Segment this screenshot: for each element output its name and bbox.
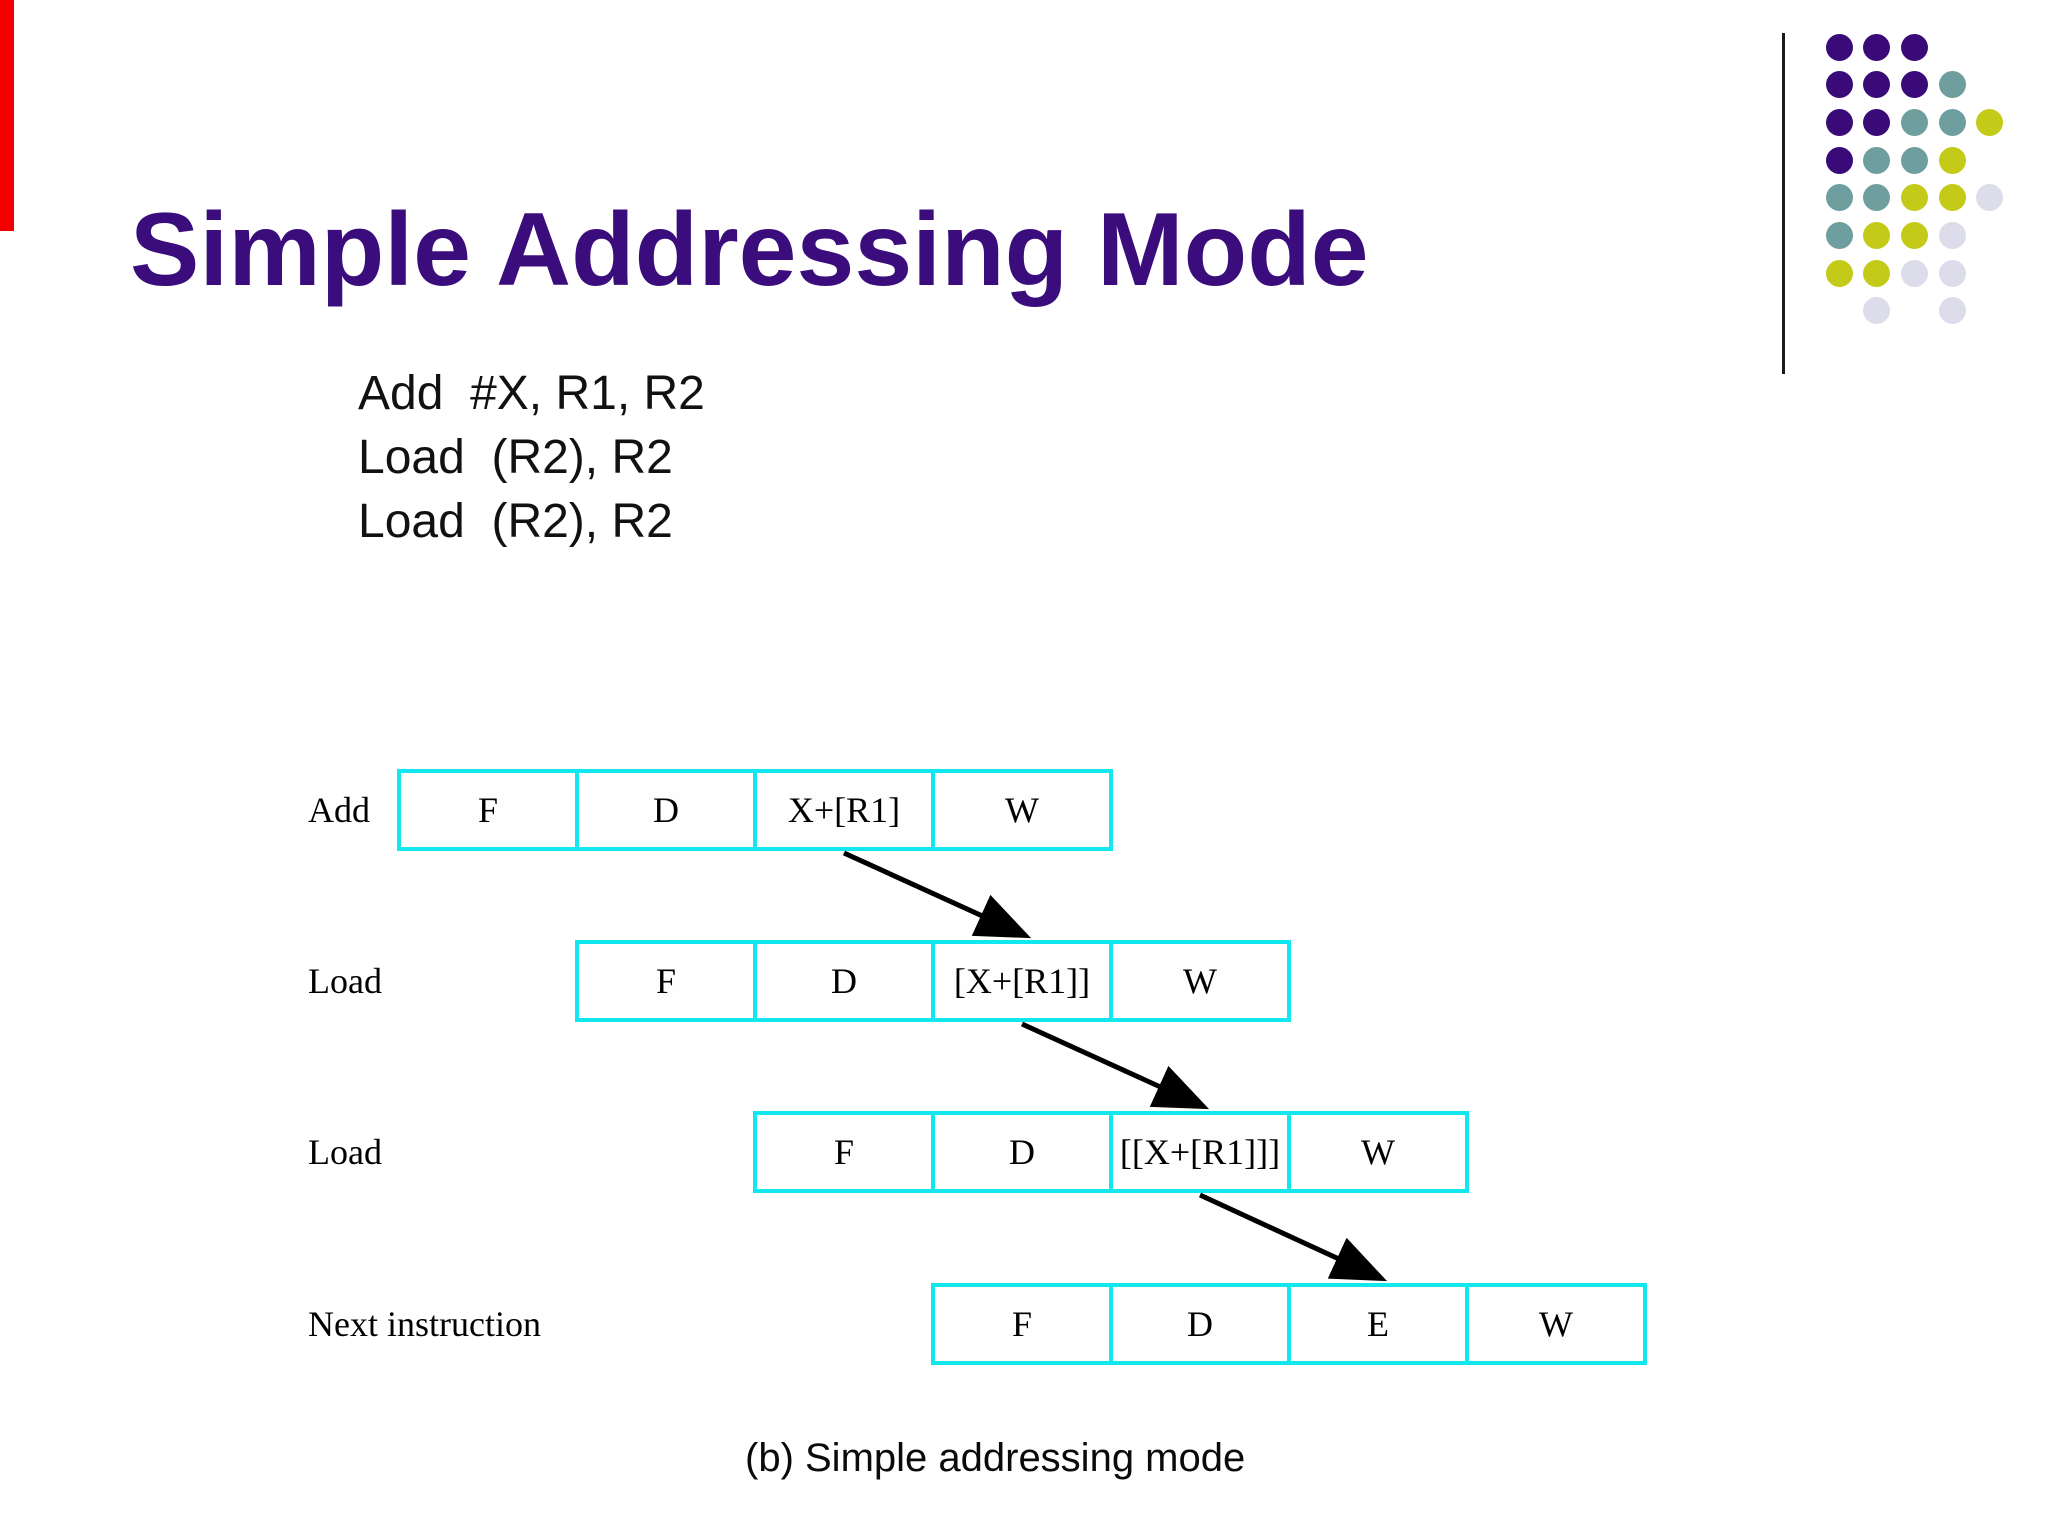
pipeline-stage-cell: W [1465,1283,1647,1365]
ornament-dot [1938,146,1966,174]
pipeline-stage-cell: [[X+[R1]]] [1109,1111,1291,1193]
ornament-dot [1900,146,1928,174]
ornament-dot [1938,297,1966,325]
ornament-dot [1825,146,1853,174]
pipeline-stage-cell: D [931,1111,1113,1193]
ornament-dot [1938,71,1966,99]
code-line: Load (R2), R2 [358,431,673,484]
pipeline-stage-cell: E [1287,1283,1469,1365]
ornament-dot [1938,259,1966,287]
ornament-dot [1900,71,1928,99]
pipeline-row-label: Load [308,961,382,1001]
ornament-dot [1900,33,1928,61]
ornament-dot [1863,297,1891,325]
pipeline-stage-cell: F [931,1283,1113,1365]
instruction-code-block: Add #X, R1, R2 Load (R2), R2 Load (R2), R2 [358,362,705,554]
pipeline-stage-cell: F [753,1111,935,1193]
ornament-dot [1825,33,1853,61]
ornament-dot [1976,184,2004,212]
ornament-divider-line [1782,33,1785,374]
ornament-dot [1825,259,1853,287]
code-line: Add #X, R1, R2 [358,367,705,420]
pipeline-stage-cell: [X+[R1]] [931,940,1113,1022]
ornament-dot [1900,222,1928,249]
pipeline-stage-cell: W [1287,1111,1469,1193]
pipeline-stage-cell: D [575,769,757,851]
ornament-dot [1938,108,1966,136]
code-line: Load (R2), R2 [358,495,673,548]
ornament-dot [1976,108,2004,136]
pipeline-stage-cell: W [1109,940,1291,1022]
slide-title: Simple Addressing Mode [130,192,1369,308]
ornament-dot [1863,259,1891,287]
pipeline-row-label: Add [308,790,370,830]
ornament-dot [1900,259,1928,287]
ornament-dot [1900,184,1928,212]
ornament-dot [1825,184,1853,212]
ornament-dot [1863,71,1891,99]
stage-dependency-arrow [1020,1021,1210,1110]
pipeline-stage-cell: D [753,940,935,1022]
red-corner-bar [0,0,14,231]
ornament-dot [1825,108,1853,136]
pipeline-stage-cell: D [1109,1283,1291,1365]
ornament-dot [1938,222,1966,249]
pipeline-row-label: Load [308,1132,382,1172]
stage-dependency-arrow [1198,1192,1388,1282]
figure-caption: (b) Simple addressing mode [745,1436,1246,1480]
pipeline-stage-cell: F [397,769,579,851]
stage-dependency-arrow [842,850,1032,939]
pipeline-row-label: Next instruction [308,1304,541,1344]
ornament-dot [1863,146,1891,174]
ornament-dot [1900,108,1928,136]
ornament-dot [1863,184,1891,212]
pipeline-stage-cell: F [575,940,757,1022]
ornament-dot [1863,108,1891,136]
ornament-dot [1825,222,1853,249]
pipeline-stage-cell: X+[R1] [753,769,935,851]
ornament-dot [1938,184,1966,212]
ornament-dot [1863,222,1891,249]
ornament-dot [1863,33,1891,61]
ornament-dot [1825,71,1853,99]
pipeline-stage-cell: W [931,769,1113,851]
